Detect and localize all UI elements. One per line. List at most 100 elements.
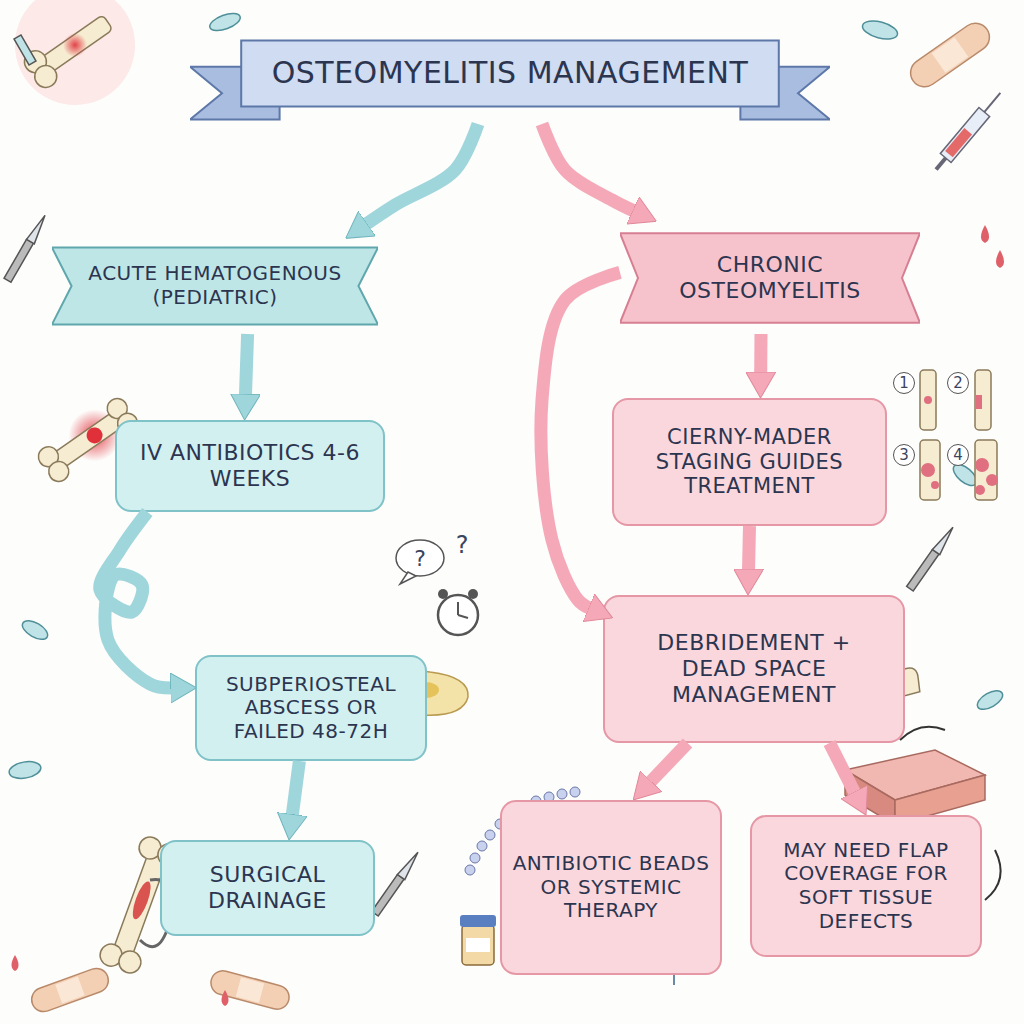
drained-bone xyxy=(116,948,144,976)
branch-ribbon: ACUTE HEMATOGENOUS (PEDIATRIC) xyxy=(52,238,378,334)
bone-illustration xyxy=(0,0,159,129)
flow-arrow xyxy=(292,761,299,816)
stage-lesion xyxy=(931,481,939,489)
process-box: DEBRIDEMENT + DEAD SPACE MANAGEMENT xyxy=(603,595,905,743)
syringe-icon xyxy=(931,88,1006,174)
tissue-flap xyxy=(900,727,945,740)
scalpel-icon xyxy=(14,35,36,65)
speech-bubble xyxy=(400,572,416,584)
flow-arrow xyxy=(754,334,767,374)
flow-arrow xyxy=(541,272,620,608)
bead-chain xyxy=(557,789,567,799)
pill-bottle xyxy=(466,938,490,952)
node-text: CHRONIC OSTEOMYELITIS xyxy=(660,252,880,304)
process-box: ANTIBIOTIC BEADS OR SYSTEMIC THERAPY xyxy=(500,800,722,975)
scalpel-icon xyxy=(932,525,957,555)
blood-drop xyxy=(12,225,1005,1006)
bacteria-icon xyxy=(19,617,50,643)
speech-bubble xyxy=(396,540,444,576)
bone-illustration xyxy=(58,28,91,61)
bacteria-icon xyxy=(208,10,243,34)
syringe-icon xyxy=(984,93,1000,112)
stage-number: 1 xyxy=(893,372,915,394)
bandage-icon xyxy=(236,977,264,1003)
decision-box: SUBPERIOSTEAL ABSCESS OR FAILED 48-72H xyxy=(195,655,427,761)
bead-chain xyxy=(485,830,495,840)
stage-bone xyxy=(920,370,997,500)
syringe-icon xyxy=(936,158,946,169)
speech-bubble xyxy=(396,540,444,584)
syringe-icon xyxy=(940,108,989,163)
scalpel-icon xyxy=(397,850,422,880)
pill-bottle xyxy=(462,925,494,965)
stage-lesion xyxy=(976,395,982,409)
flow-arrow xyxy=(100,512,173,688)
alarm-clock xyxy=(457,602,459,615)
alarm-clock xyxy=(468,589,478,599)
infected-bone xyxy=(45,458,73,486)
stage-lesion xyxy=(975,485,985,495)
bead-chain xyxy=(570,787,580,797)
question-mark: ? xyxy=(414,546,426,571)
node-text: MAY NEED FLAP COVERAGE FOR SOFT TISSUE D… xyxy=(762,839,970,933)
node-text: ACUTE HEMATOGENOUS (PEDIATRIC) xyxy=(84,262,346,309)
node-text: CIERNY-MADER STAGING GUIDES TREATMENT xyxy=(624,425,875,499)
bead-chain xyxy=(470,853,480,863)
node-text: SUBPERIOSTEAL ABSCESS OR FAILED 48-72H xyxy=(207,673,415,744)
bandage-icon xyxy=(208,968,291,1012)
bandage-icon xyxy=(28,18,995,1015)
bacteria-icon xyxy=(8,10,1006,781)
flow-arrow xyxy=(365,124,478,225)
scalpel-icon xyxy=(27,213,50,243)
stage-lesion xyxy=(924,396,932,404)
bacteria-icon xyxy=(974,687,1005,713)
blood-drop xyxy=(12,955,19,971)
bandage-icon xyxy=(932,37,969,73)
pill-bottle xyxy=(460,915,496,965)
drained-bone xyxy=(129,879,154,921)
alarm-clock xyxy=(458,615,468,618)
bandage-icon xyxy=(28,965,111,1015)
stage-bone xyxy=(975,370,991,430)
scalpel-icon xyxy=(4,35,957,917)
scalpel-icon xyxy=(907,525,957,592)
flow-arrow xyxy=(830,743,856,794)
node-text: ANTIBIOTIC BEADS OR SYSTEMIC THERAPY xyxy=(512,852,710,923)
process-box: SURGICAL DRAINAGE xyxy=(160,840,375,936)
infected-bone xyxy=(83,424,105,446)
pill-bottle xyxy=(460,915,496,927)
scalpel-icon xyxy=(4,213,49,282)
flow-arrow xyxy=(650,743,688,783)
scalpel-icon xyxy=(372,850,422,917)
bandage-icon xyxy=(55,976,84,1003)
syringe-icon xyxy=(945,128,972,157)
scalpel-icon xyxy=(14,35,36,65)
title-banner: OSTEOMYELITIS MANAGEMENT xyxy=(190,36,830,124)
stage-number: 4 xyxy=(947,444,969,466)
tissue-flap xyxy=(985,850,1001,900)
ribbon-part xyxy=(241,40,779,106)
node-text: DEBRIDEMENT + DEAD SPACE MANAGEMENT xyxy=(645,630,863,708)
bacteria-icon xyxy=(8,759,42,780)
node-text: IV ANTIBIOTICS 4-6 WEEKS xyxy=(131,440,369,492)
question-mark: ? xyxy=(456,531,469,559)
bone-illustration xyxy=(30,61,61,92)
alarm-clock xyxy=(438,595,478,635)
stage-bone xyxy=(920,370,936,430)
stage-number: 2 xyxy=(947,372,969,394)
blood-drop xyxy=(996,250,1004,268)
node-text: SURGICAL DRAINAGE xyxy=(172,862,363,914)
flow-arrow xyxy=(245,334,247,396)
bandage-icon xyxy=(905,18,995,93)
node-text: OSTEOMYELITIS MANAGEMENT xyxy=(272,55,749,90)
process-box: MAY NEED FLAP COVERAGE FOR SOFT TISSUE D… xyxy=(750,815,982,957)
bone-illustration xyxy=(0,0,159,129)
stage-bone xyxy=(920,440,940,500)
bandage-icon xyxy=(905,18,995,93)
flow-arrow xyxy=(748,526,749,571)
alarm-clock xyxy=(438,589,448,599)
bandage-icon xyxy=(208,968,291,1012)
alarm-clock xyxy=(438,589,478,635)
stage-lesion xyxy=(921,395,998,495)
